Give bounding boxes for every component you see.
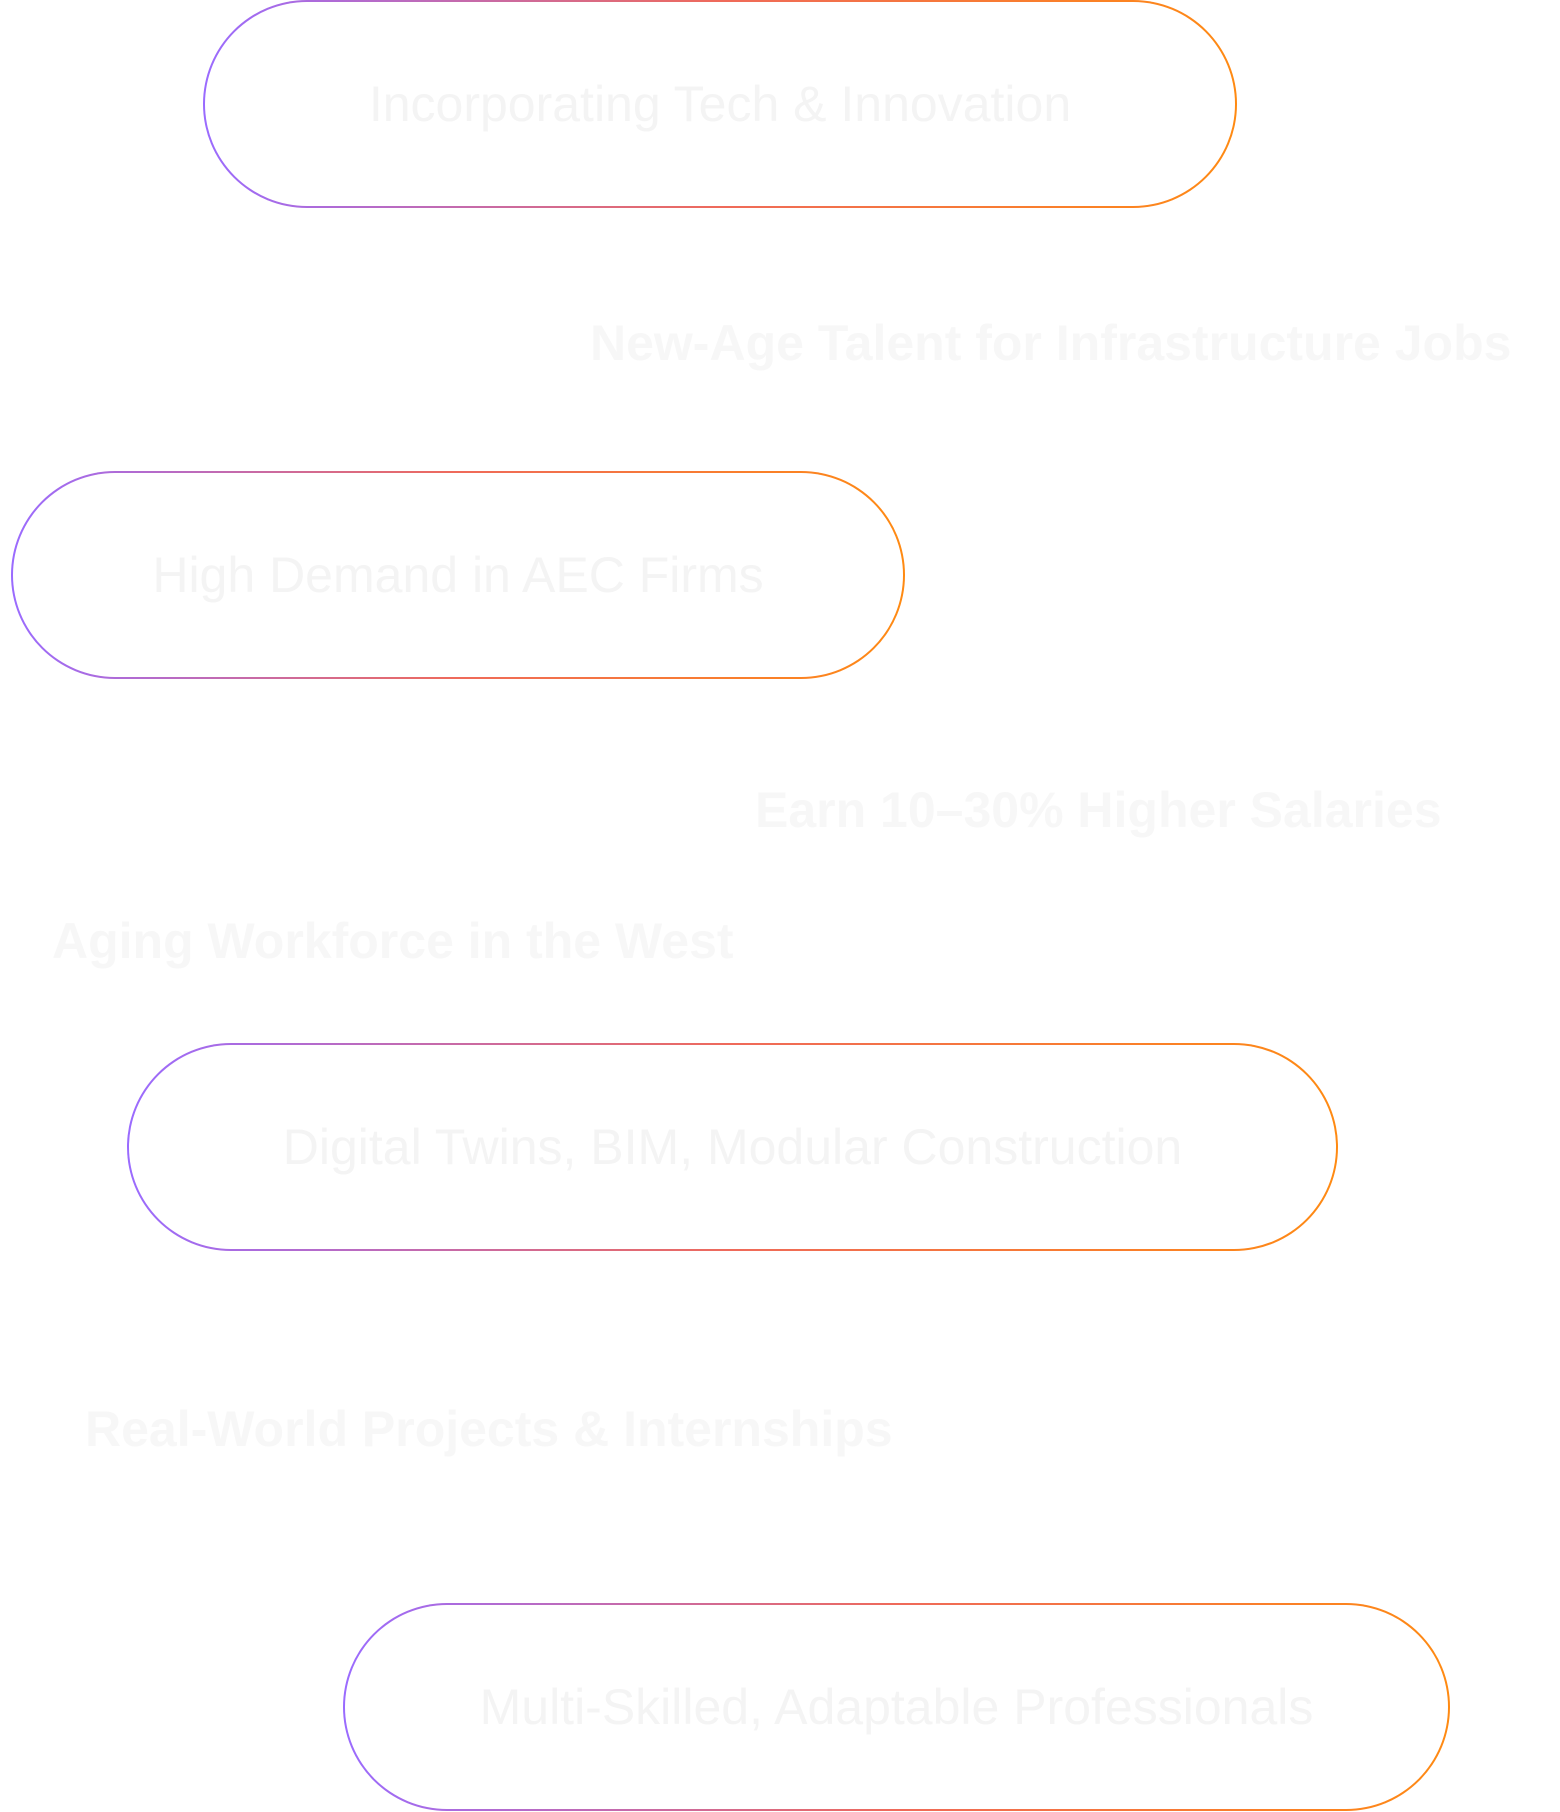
pill-high-demand: High Demand in AEC Firms [11, 471, 905, 679]
tagline-real-world-projects: Real-World Projects & Internships [85, 1401, 893, 1457]
pill-label: Multi-Skilled, Adaptable Professionals [479, 1678, 1314, 1735]
pill-multi-skilled: Multi-Skilled, Adaptable Professionals [343, 1603, 1450, 1811]
pill-label: Digital Twins, BIM, Modular Construction [282, 1118, 1183, 1175]
pill-incorporating-tech: Incorporating Tech & Innovation [203, 0, 1237, 208]
tagline-aging-workforce: Aging Workforce in the West [52, 913, 734, 969]
pill-label: High Demand in AEC Firms [152, 546, 764, 603]
tagline-new-age-talent: New-Age Talent for Infrastructure Jobs [590, 315, 1512, 371]
pill-digital-twins: Digital Twins, BIM, Modular Construction [127, 1043, 1338, 1251]
pill-label: Incorporating Tech & Innovation [368, 75, 1072, 132]
tagline-higher-salaries: Earn 10–30% Higher Salaries [755, 782, 1442, 838]
